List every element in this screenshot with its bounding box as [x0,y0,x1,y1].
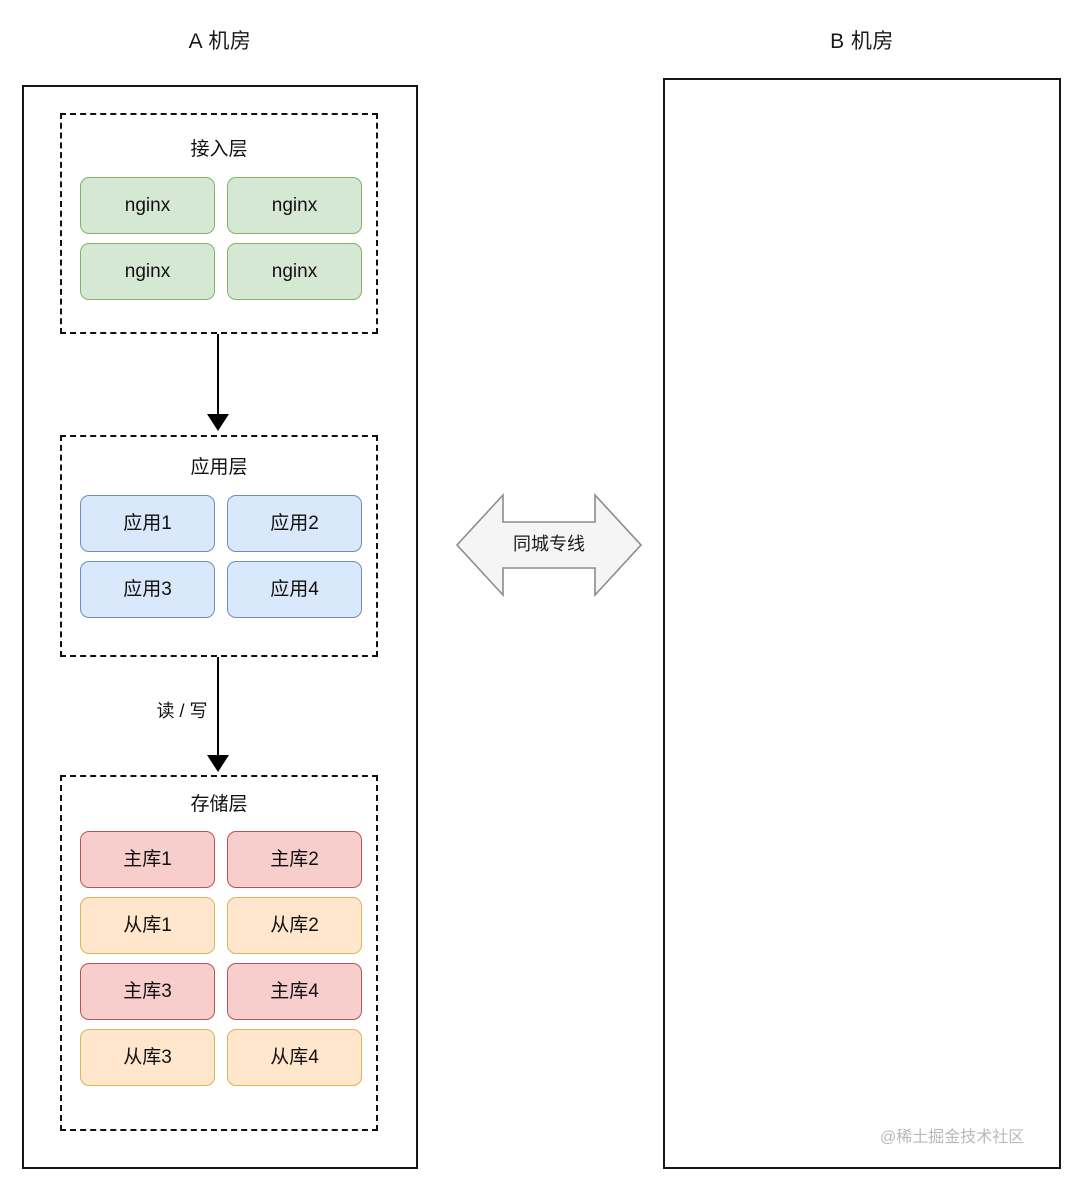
node-grid-access: nginx nginx nginx nginx [80,177,362,300]
node-primary-db-3[interactable]: 主库3 [80,963,215,1020]
node-replica-db-3[interactable]: 从库3 [80,1029,215,1086]
datacenter-b-title: B 机房 [830,30,894,53]
node-app-2[interactable]: 应用2 [227,495,362,552]
layer-title-storage: 存储层 [190,794,248,815]
connector-access-to-app [217,334,219,416]
node-grid-storage: 主库1 主库2 从库1 从库2 主库3 主库4 从库3 从库4 [80,831,362,1086]
link-arrow-label: 同城专线 [513,534,585,554]
watermark: @稀土掘金技术社区 [880,1129,1025,1146]
connector-app-to-storage [217,657,219,757]
node-nginx-1[interactable]: nginx [80,177,215,234]
node-primary-db-1[interactable]: 主库1 [80,831,215,888]
layer-group-access: 接入层 nginx nginx nginx nginx [60,113,378,334]
layer-title-app: 应用层 [190,457,248,478]
datacenter-a-title: A 机房 [188,30,252,53]
layer-title-access: 接入层 [190,139,248,160]
node-nginx-3[interactable]: nginx [80,243,215,300]
node-app-3[interactable]: 应用3 [80,561,215,618]
bidirectional-arrow-icon [455,490,643,600]
datacenter-b-panel [663,78,1061,1169]
node-replica-db-1[interactable]: 从库1 [80,897,215,954]
layer-group-storage: 存储层 主库1 主库2 从库1 从库2 主库3 主库4 从库3 从库4 [60,775,378,1131]
arrow-down-icon-app-to-storage [207,755,229,772]
node-app-4[interactable]: 应用4 [227,561,362,618]
node-nginx-2[interactable]: nginx [227,177,362,234]
node-primary-db-4[interactable]: 主库4 [227,963,362,1020]
node-grid-app: 应用1 应用2 应用3 应用4 [80,495,362,618]
node-replica-db-2[interactable]: 从库2 [227,897,362,954]
node-primary-db-2[interactable]: 主库2 [227,831,362,888]
layer-group-app: 应用层 应用1 应用2 应用3 应用4 [60,435,378,657]
connector-label-read-write: 读 / 写 [156,701,208,721]
node-nginx-4[interactable]: nginx [227,243,362,300]
node-app-1[interactable]: 应用1 [80,495,215,552]
arrow-down-icon-access-to-app [207,414,229,431]
node-replica-db-4[interactable]: 从库4 [227,1029,362,1086]
